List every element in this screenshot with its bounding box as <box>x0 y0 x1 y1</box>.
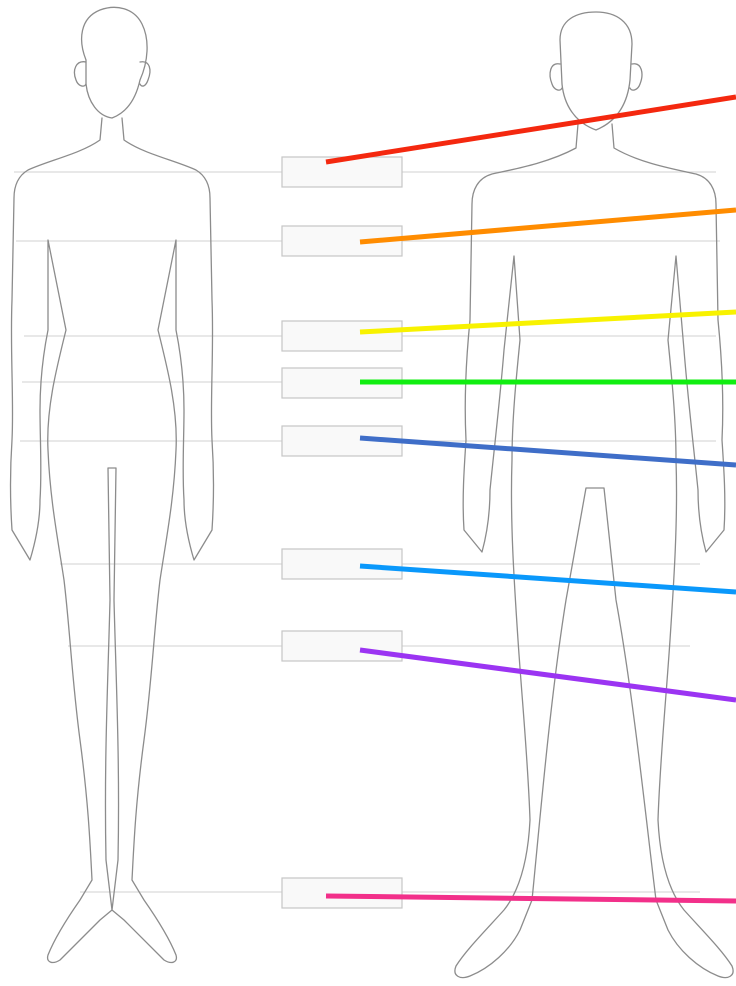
female-inner-leg-icon <box>105 468 118 910</box>
pointer-line-bust <box>360 210 736 242</box>
female-body-outline-icon <box>11 118 214 962</box>
male-body-outline-icon <box>455 124 733 978</box>
female-head-icon <box>82 7 147 118</box>
male-ear-left-icon <box>550 64 562 90</box>
measurement-box-knee[interactable] <box>282 631 402 661</box>
pointer-line-shoulder <box>326 97 736 162</box>
pointer-line-hip <box>360 438 736 465</box>
measurement-boxes <box>282 157 402 908</box>
measurement-box-ankle[interactable] <box>282 878 402 908</box>
male-head-icon <box>560 12 632 130</box>
pointer-line-knee <box>360 650 736 700</box>
measurement-box-waist[interactable] <box>282 321 402 351</box>
measurement-box-thigh[interactable] <box>282 549 402 579</box>
female-figure <box>11 7 214 962</box>
guide-lines <box>14 172 720 892</box>
female-ear-left-icon <box>74 62 86 86</box>
pointer-lines <box>326 97 736 901</box>
male-figure <box>455 12 733 978</box>
pointer-line-thigh <box>360 566 736 592</box>
pointer-line-waist <box>360 312 736 332</box>
male-ear-right-icon <box>630 64 642 90</box>
